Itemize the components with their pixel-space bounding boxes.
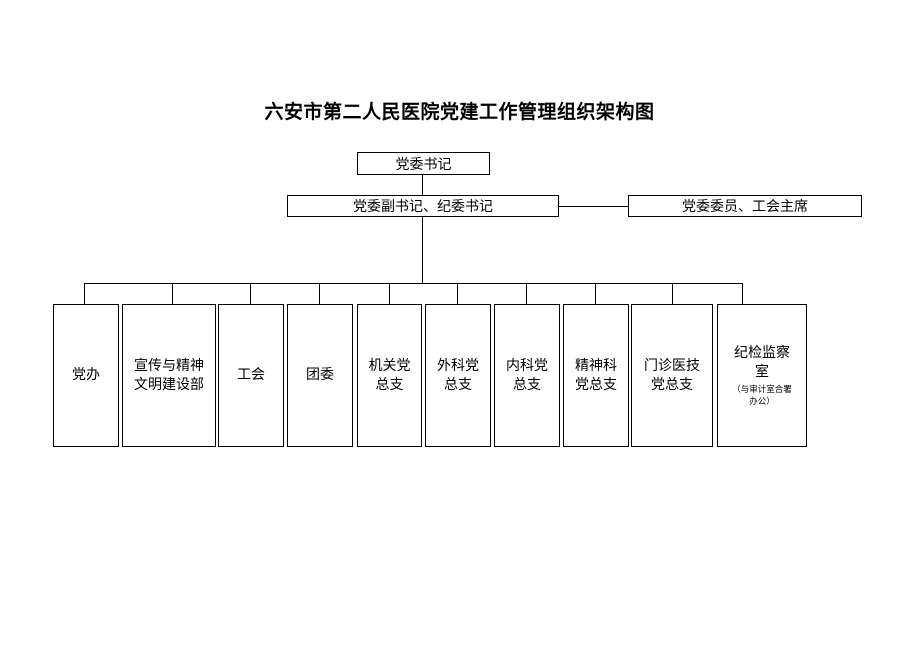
dept-name: 内科党总支 (506, 357, 548, 393)
dept-name: 纪检监察室 (734, 344, 790, 380)
dept-name: 外科党总支 (437, 357, 479, 393)
dept-name: 精神科党总支 (575, 357, 617, 393)
dept-box-outpatient-branch: 门诊医技党总支 (631, 304, 713, 447)
diagram-title: 六安市第二人民医院党建工作管理组织架构图 (264, 101, 655, 123)
dept-name: 工会 (237, 367, 265, 383)
dept-box-internal-branch: 内科党总支 (494, 304, 560, 447)
dept-box-party-office: 党办 (53, 304, 119, 447)
dept-box-youth-league: 团委 (287, 304, 353, 447)
deputy-secretary-label: 党委副书记、纪委书记 (353, 199, 493, 215)
dept-name: 门诊医技党总支 (644, 357, 700, 393)
dept-box-union: 工会 (218, 304, 284, 447)
dept-box-psychiatry-branch: 精神科党总支 (563, 304, 629, 447)
party-secretary-box: 党委书记 (357, 152, 490, 175)
dept-box-organ-branch: 机关党总支 (357, 304, 422, 447)
dept-name: 宣传与精神文明建设部 (134, 357, 204, 393)
committee-member-box: 党委委员、工会主席 (628, 195, 862, 217)
dept-box-publicity: 宣传与精神文明建设部 (122, 304, 216, 447)
party-secretary-label: 党委书记 (395, 156, 452, 173)
dept-box-surgery-branch: 外科党总支 (425, 304, 491, 447)
dept-box-discipline: 纪检监察室 （与审计室合署办公） (717, 304, 807, 447)
dept-note: （与审计室合署办公） (732, 384, 792, 407)
committee-member-label: 党委委员、工会主席 (682, 199, 808, 215)
dept-name: 机关党总支 (368, 357, 411, 393)
deputy-secretary-box: 党委副书记、纪委书记 (287, 195, 559, 217)
dept-name: 党办 (72, 367, 100, 383)
dept-name: 团委 (306, 367, 334, 383)
